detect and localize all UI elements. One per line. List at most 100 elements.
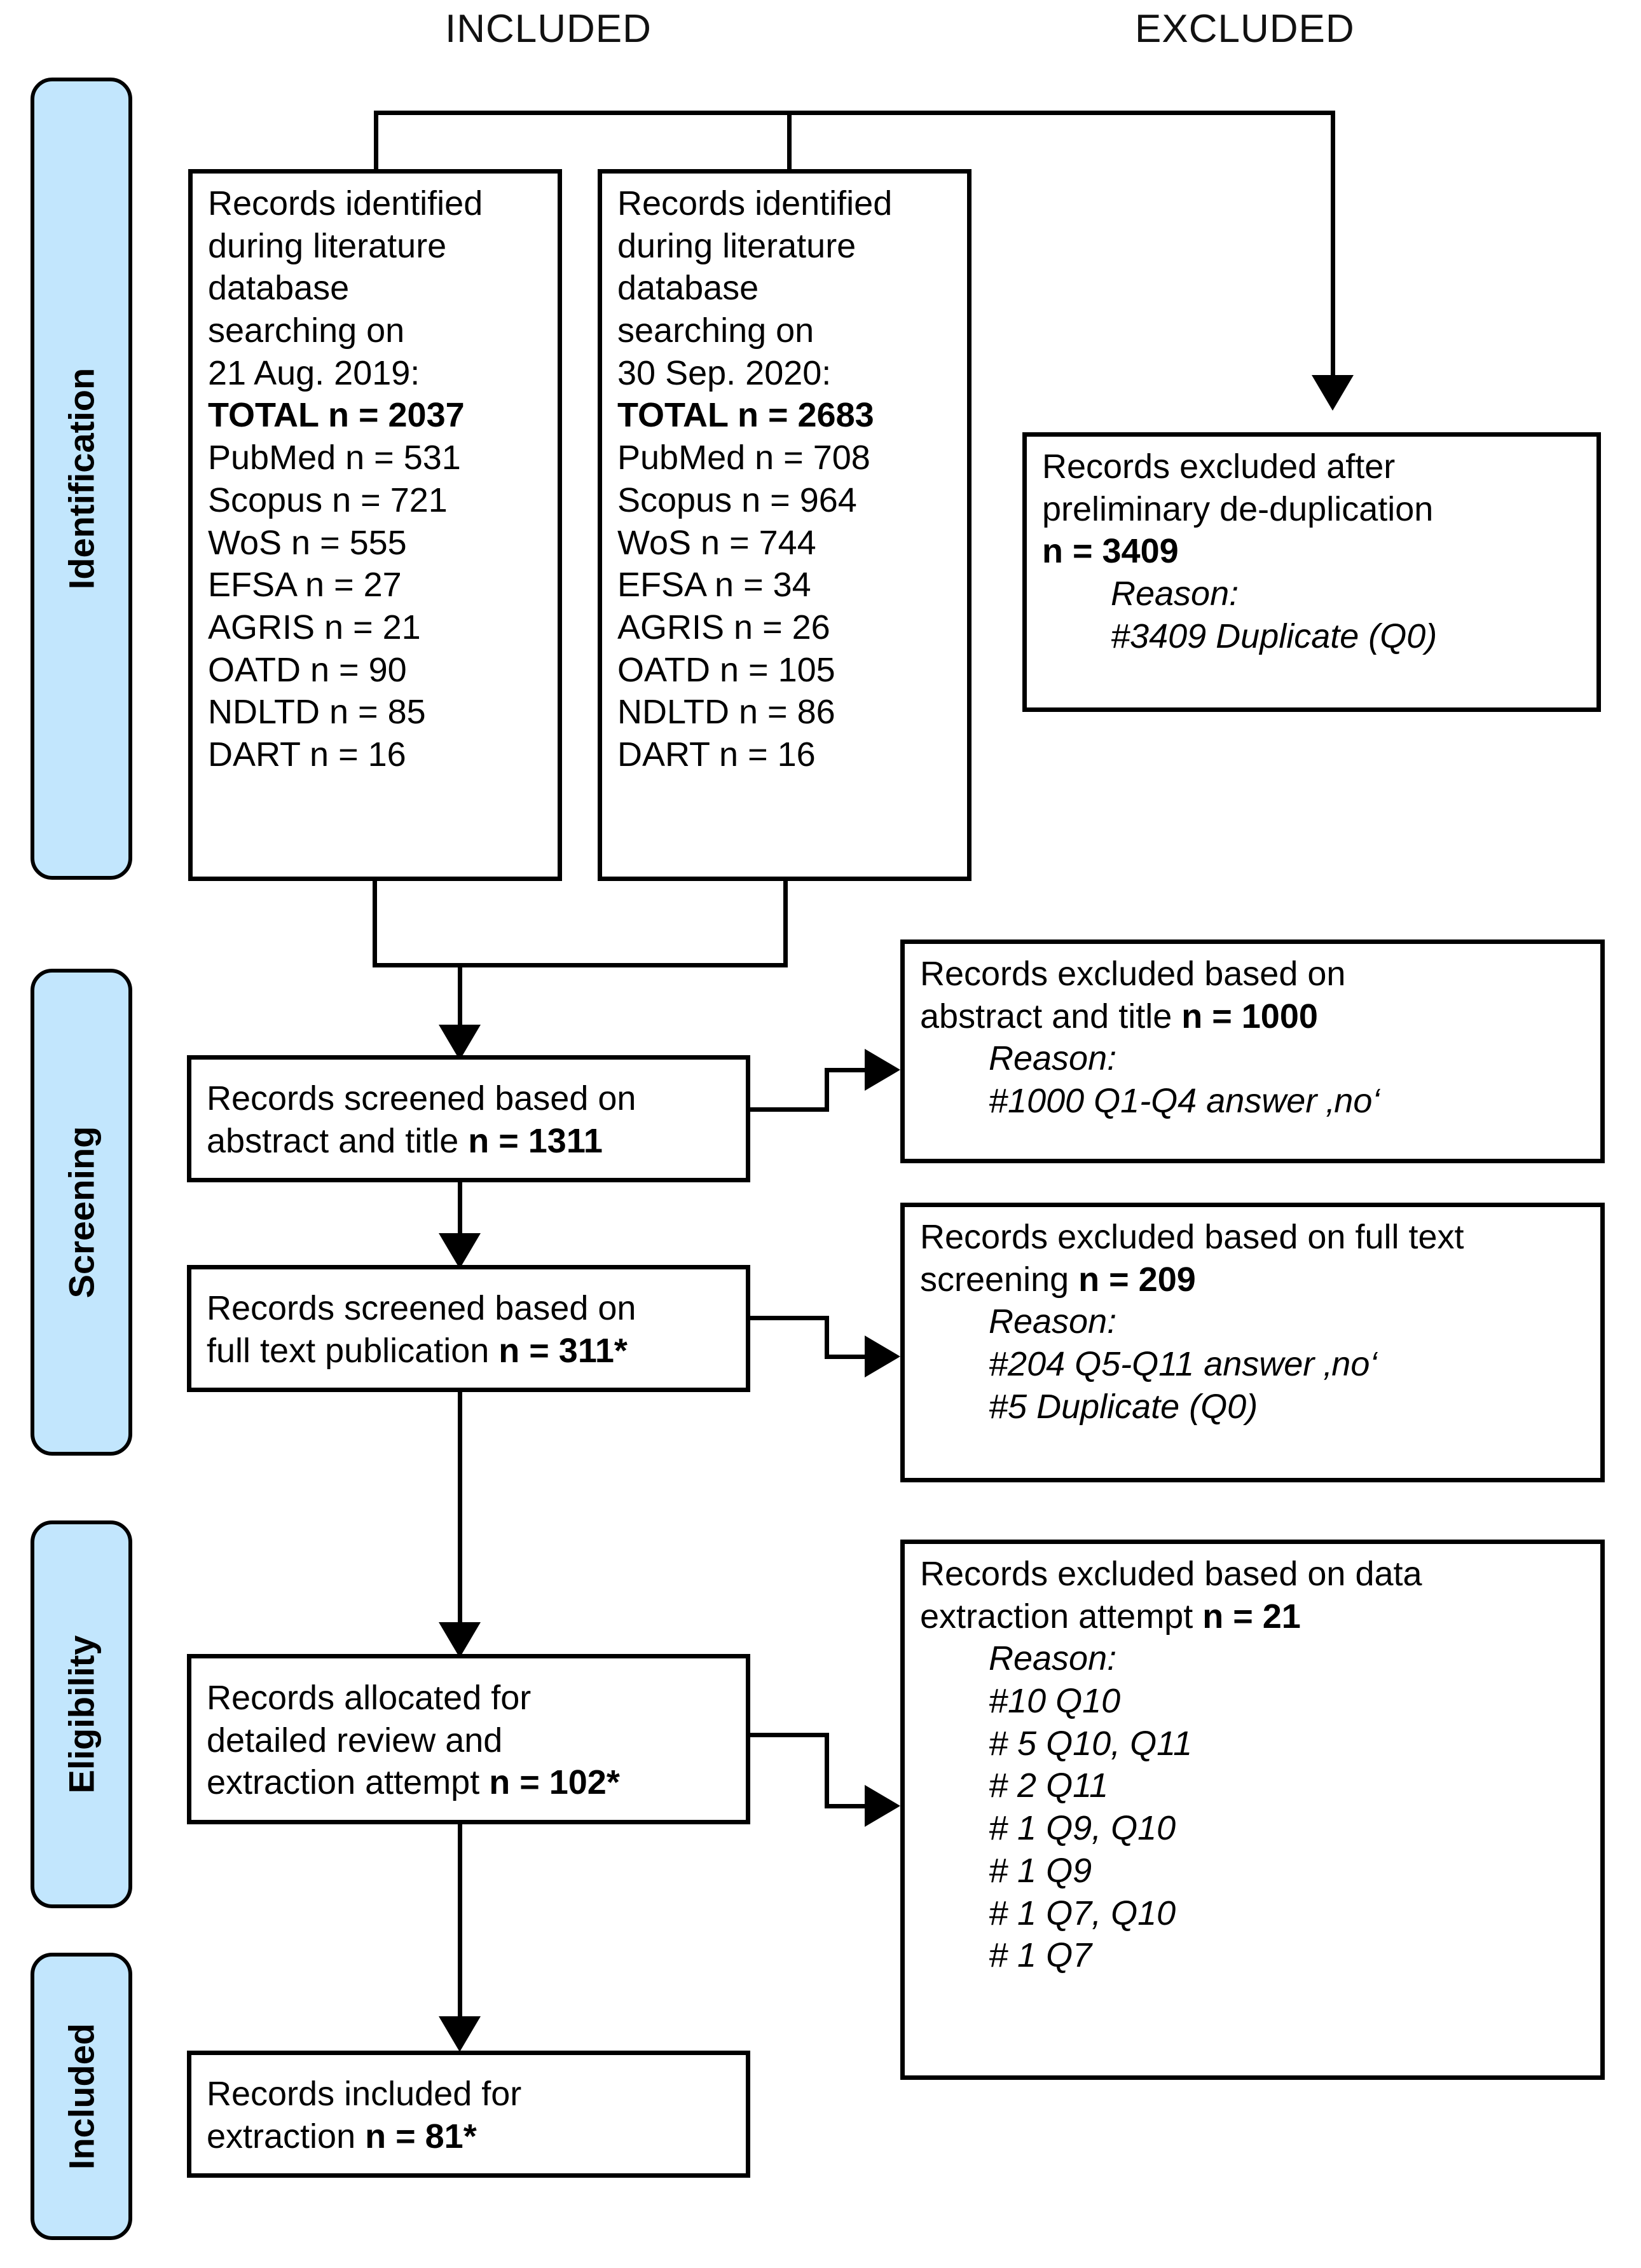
identification-2019-source-wos: WoS n = 555 [208, 523, 407, 562]
allocated-review-line3: extraction attempt [207, 1763, 490, 1802]
stage-label-included: Included [61, 2023, 102, 2170]
stage-rail-eligibility: Eligibility [31, 1520, 132, 1908]
excluded-dedup-reason-1: #3409 Duplicate (Q0) [1111, 617, 1438, 655]
identification-2020-source-ndltd: NDLTD n = 86 [617, 693, 835, 732]
arrowhead-to-screened-abstract [439, 1025, 481, 1060]
connector-top-drop-left [374, 111, 378, 172]
screened-abstract-line1: Records screened based on [207, 1079, 636, 1118]
screened-fulltext-line2: full text publication [207, 1332, 499, 1370]
excluded-extraction-reason-5: # 1 Q9 [989, 1851, 1092, 1890]
excluded-fulltext-reason-label: Reason: [989, 1302, 1117, 1341]
excluded-extraction-reason-4: # 1 Q9, Q10 [989, 1809, 1176, 1848]
stage-label-eligibility: Eligibility [61, 1635, 102, 1794]
connector-excl-abstract-v [825, 1068, 829, 1111]
column-header-included: INCLUDED [445, 7, 652, 51]
excluded-extraction-reason-3: # 2 Q11 [989, 1766, 1109, 1805]
excluded-dedup-count: n = 3409 [1042, 532, 1179, 571]
box-screened-fulltext: Records screened based on full text publ… [187, 1265, 750, 1392]
screened-fulltext-line1: Records screened based on [207, 1289, 636, 1328]
arrowhead-to-excluded-extraction [865, 1785, 900, 1827]
identification-2019-source-dart: DART n = 16 [208, 735, 406, 774]
connector-excl-extraction-h1 [750, 1733, 829, 1737]
screened-abstract-line2: abstract and title [207, 1122, 469, 1160]
arrowhead-to-screened-fulltext [439, 1233, 481, 1269]
excluded-fulltext-reason-2: #5 Duplicate (Q0) [989, 1387, 1258, 1426]
excluded-dedup-reason-label: Reason: [1111, 575, 1239, 613]
excluded-extraction-reason-2: # 5 Q10, Q11 [989, 1724, 1193, 1763]
identification-2020-source-efsa: EFSA n = 34 [617, 566, 811, 605]
identification-2020-source-wos: WoS n = 744 [617, 523, 816, 562]
excluded-extraction-reason-6: # 1 Q7, Q10 [989, 1894, 1176, 1932]
connector-excl-abstract-h1 [750, 1107, 829, 1112]
excluded-extraction-reason-1: #10 Q10 [989, 1682, 1121, 1721]
excluded-dedup-line2: preliminary de-duplication [1042, 489, 1434, 528]
included-extraction-line1: Records included for [207, 2075, 522, 2114]
connector-excl-extraction-v [825, 1733, 829, 1808]
connector-allocated-to-included [458, 1824, 462, 2021]
identification-2020-source-pubmed: PubMed n = 708 [617, 439, 870, 477]
connector-excl-abstract-h2 [825, 1068, 875, 1072]
excluded-extraction-line1: Records excluded based on data [920, 1555, 1422, 1593]
included-extraction-count: n = 81* [365, 2117, 477, 2155]
excluded-abstract-count: n = 1000 [1181, 997, 1318, 1035]
connector-merge-drop [458, 963, 462, 1030]
excluded-extraction-count: n = 21 [1202, 1597, 1301, 1636]
column-header-excluded: EXCLUDED [1135, 7, 1355, 51]
connector-merge-bar [373, 963, 788, 967]
excluded-dedup-line1: Records excluded after [1042, 447, 1396, 486]
arrowhead-to-excluded-abstract [865, 1049, 900, 1091]
connector-excl-fulltext-v [825, 1316, 829, 1359]
box-excluded-abstract-title: Records excluded based on abstract and t… [900, 939, 1605, 1163]
allocated-review-line1: Records allocated for [207, 1678, 532, 1717]
box-allocated-review: Records allocated for detailed review an… [187, 1654, 750, 1824]
excluded-abstract-reason-1: #1000 Q1-Q4 answer ‚no‘ [989, 1082, 1380, 1121]
box-identification-2020: Records identified during literature dat… [598, 169, 972, 881]
stage-rail-included: Included [31, 1953, 132, 2240]
arrowhead-to-dedup-box [1312, 375, 1354, 411]
connector-top-bar [374, 111, 1335, 115]
connector-merge-right [783, 881, 788, 967]
excluded-extraction-reason-7: # 1 Q7 [989, 1936, 1092, 1975]
screened-abstract-count: n = 1311 [468, 1122, 603, 1160]
identification-2019-source-scopus: Scopus n = 721 [208, 481, 448, 519]
connector-abstract-to-fulltext [458, 1182, 462, 1240]
excluded-fulltext-reason-1: #204 Q5-Q11 answer ‚no‘ [989, 1345, 1378, 1384]
identification-2019-source-oatd: OATD n = 90 [208, 650, 407, 689]
stage-label-screening: Screening [61, 1126, 102, 1299]
connector-fulltext-to-allocated [458, 1392, 462, 1627]
excluded-fulltext-line1: Records excluded based on full text [920, 1218, 1464, 1256]
included-extraction-line2: extraction [207, 2117, 366, 2155]
arrowhead-to-allocated-review [439, 1622, 481, 1658]
connector-excl-fulltext-h2 [825, 1355, 875, 1359]
excluded-abstract-line1: Records excluded based on [920, 955, 1346, 993]
screened-fulltext-count: n = 311* [498, 1332, 628, 1370]
excluded-extraction-reason-label: Reason: [989, 1639, 1117, 1678]
identification-2019-source-agris: AGRIS n = 21 [208, 608, 421, 646]
stage-label-identification: Identification [61, 367, 102, 590]
arrowhead-to-excluded-fulltext [865, 1336, 900, 1377]
excluded-extraction-line2: extraction attempt [920, 1597, 1203, 1636]
identification-2019-intro: Records identified during literature dat… [208, 184, 483, 392]
identification-2020-total: TOTAL n = 2683 [617, 396, 874, 435]
identification-2019-total: TOTAL n = 2037 [208, 396, 465, 435]
stage-rail-screening: Screening [31, 969, 132, 1456]
connector-top-drop-mid [787, 111, 792, 172]
box-excluded-extraction: Records excluded based on data extractio… [900, 1540, 1605, 2080]
stage-rail-identification: Identification [31, 78, 132, 880]
allocated-review-line2: detailed review and [207, 1721, 503, 1759]
allocated-review-count: n = 102* [489, 1763, 620, 1802]
identification-2020-source-agris: AGRIS n = 26 [617, 608, 830, 646]
connector-top-drop-right [1331, 111, 1335, 376]
identification-2019-source-efsa: EFSA n = 27 [208, 566, 402, 605]
identification-2019-source-ndltd: NDLTD n = 85 [208, 693, 426, 732]
excluded-abstract-line2: abstract and title [920, 997, 1182, 1035]
identification-2020-source-scopus: Scopus n = 964 [617, 481, 857, 519]
identification-2019-source-pubmed: PubMed n = 531 [208, 439, 461, 477]
excluded-fulltext-count: n = 209 [1078, 1260, 1196, 1299]
box-screened-abstract-title: Records screened based on abstract and t… [187, 1055, 750, 1182]
connector-excl-extraction-h2 [825, 1804, 875, 1808]
identification-2020-source-dart: DART n = 16 [617, 735, 816, 774]
connector-excl-fulltext-h1 [750, 1316, 829, 1320]
box-excluded-fulltext: Records excluded based on full text scre… [900, 1203, 1605, 1482]
